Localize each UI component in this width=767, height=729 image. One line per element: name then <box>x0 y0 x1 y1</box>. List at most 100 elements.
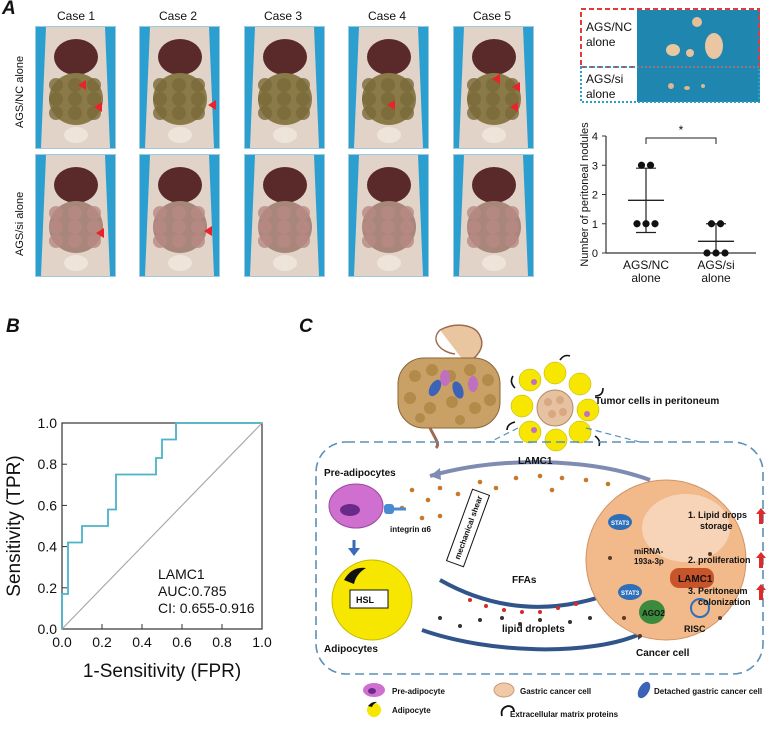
mouse-photo <box>453 26 534 149</box>
x-tick-label: 0.0 <box>52 634 72 650</box>
lipid-dots <box>438 616 592 628</box>
svg-text:193a-3p: 193a-3p <box>634 557 664 566</box>
y-tick-label: 0.6 <box>38 497 58 513</box>
nodule <box>686 49 694 57</box>
roc-annotation: AUC:0.785 <box>158 583 227 599</box>
ags-si-box <box>580 66 760 103</box>
mouse-photo <box>244 26 325 149</box>
data-point <box>716 220 725 228</box>
cancer-cell-label: Cancer cell <box>636 648 690 659</box>
outcome-3: 3. Peritoneum colonization <box>688 584 766 607</box>
y-tick-label: 0 <box>592 248 598 260</box>
tumor-arrow <box>204 226 212 236</box>
hsl-box <box>349 589 389 609</box>
case-5-label: Case 5 <box>472 9 512 23</box>
x-category-label: AGS/si <box>697 258 734 272</box>
y-tick-label: 3 <box>592 160 598 172</box>
stat3-bottom <box>618 584 642 600</box>
legend-adipocyte: Adipocyte <box>392 706 431 715</box>
mouse-photo <box>244 154 325 277</box>
data-point <box>633 220 641 228</box>
mouse-photo <box>453 154 534 277</box>
ffa-dots <box>468 598 578 614</box>
inset-nc-label-2: alone <box>586 35 616 49</box>
lamc1-top-label: LAMC1 <box>518 456 553 467</box>
roc-curve <box>61 422 262 629</box>
mouse-photo <box>139 26 220 149</box>
nodule <box>701 84 705 88</box>
tumor-arrow <box>510 102 518 112</box>
mouse-photo <box>35 26 116 149</box>
nodule-inset: AGS/NC alone AGS/si alone <box>579 6 762 104</box>
legend-ecm: Extracellular matrix proteins <box>510 710 619 719</box>
y-tick-label: 0.0 <box>38 621 58 637</box>
lamc1-dot <box>455 491 461 497</box>
legend-pre-adipocyte: Pre-adipocyte <box>392 687 445 696</box>
mouse-photo <box>35 154 116 277</box>
stat3-bottom-label: STAT3 <box>621 591 640 597</box>
y-tick-label: 0.4 <box>38 539 58 555</box>
ago2-shape <box>639 600 665 624</box>
data-point <box>651 220 659 228</box>
svg-text:2. proliferation: 2. proliferation <box>688 555 751 565</box>
nodule-inset-svg: AGS/NC alone AGS/si alone <box>579 6 762 104</box>
row-label-si: AGS/si alone <box>14 191 26 256</box>
stat3-top-label: STAT3 <box>611 521 630 527</box>
y-tick-label: 0.2 <box>38 580 58 596</box>
inset-si-label-1: AGS/si <box>586 72 623 86</box>
y-tick-label: 1.0 <box>38 415 58 431</box>
tumor-arrow <box>208 100 216 110</box>
y-axis-label: Sensitivity (TPR) <box>4 455 25 596</box>
data-point <box>646 161 655 169</box>
nodule <box>705 33 723 59</box>
pre-adipocytes-label: Pre-adipocytes <box>324 468 396 479</box>
lamc1-cell-shape <box>670 568 714 588</box>
lamc1-dot <box>425 497 431 503</box>
roc-annotation: LAMC1 <box>158 566 205 582</box>
x-tick-label: 0.8 <box>212 634 232 650</box>
nodule <box>684 86 690 90</box>
adipocytes-label: Adipocytes <box>324 644 378 655</box>
x-category-label: alone <box>631 271 661 285</box>
svg-text:1. Lipid drops: 1. Lipid drops <box>688 510 747 520</box>
nodule <box>668 83 674 89</box>
integrin-label: integrin α6 <box>390 525 431 534</box>
mirna-label: miRNA- 193a-3p <box>634 547 664 566</box>
outcome-2: 2. proliferation <box>688 552 766 568</box>
data-point <box>642 220 650 228</box>
svg-text:miRNA-: miRNA- <box>634 547 664 556</box>
x-tick-label: 1.0 <box>252 634 272 650</box>
risc-label: RISC <box>684 624 706 634</box>
legend-detached-cell: Detached gastric cancer cell <box>654 687 762 696</box>
nodule <box>666 44 680 56</box>
inset-nc-label-1: AGS/NC <box>586 20 632 34</box>
panel-a-label: A <box>2 0 16 19</box>
mouse-photo <box>348 154 429 277</box>
y-tick-label: 0.8 <box>38 456 58 472</box>
roc-annotation: CI: 0.655-0.916 <box>158 600 255 616</box>
lipid-droplets-label: lipid droplets <box>502 624 565 635</box>
ago2-label: AGO2 <box>642 609 665 618</box>
reference-diagonal <box>61 422 263 630</box>
lamc1-dot <box>583 477 589 483</box>
lamc1-dot <box>537 473 543 479</box>
mechanism-diagram: Tumor cells in peritoneum LAMC1 Pre-adip… <box>315 324 766 719</box>
tumor-arrow <box>96 228 104 238</box>
tumor-arrow <box>387 100 395 110</box>
svg-text:3. Peritoneum: 3. Peritoneum <box>688 586 748 596</box>
lipid-droplets-arrow <box>421 628 641 652</box>
lamc1-dots <box>399 473 611 521</box>
lamc1-dot <box>437 485 443 491</box>
legend: Pre-adipocyte Gastric cancer cell Detach… <box>363 681 762 719</box>
data-point <box>703 249 711 257</box>
hsl-label: HSL <box>356 595 375 605</box>
lamc1-dot <box>559 475 565 481</box>
case-3-label: Case 3 <box>263 9 303 23</box>
lamc1-dot <box>605 481 611 487</box>
lamc1-dot <box>419 515 425 521</box>
lamc1-dot <box>513 475 519 481</box>
lamc1-dot <box>409 487 415 493</box>
svg-text:storage: storage <box>700 521 733 531</box>
data-point <box>707 220 716 228</box>
